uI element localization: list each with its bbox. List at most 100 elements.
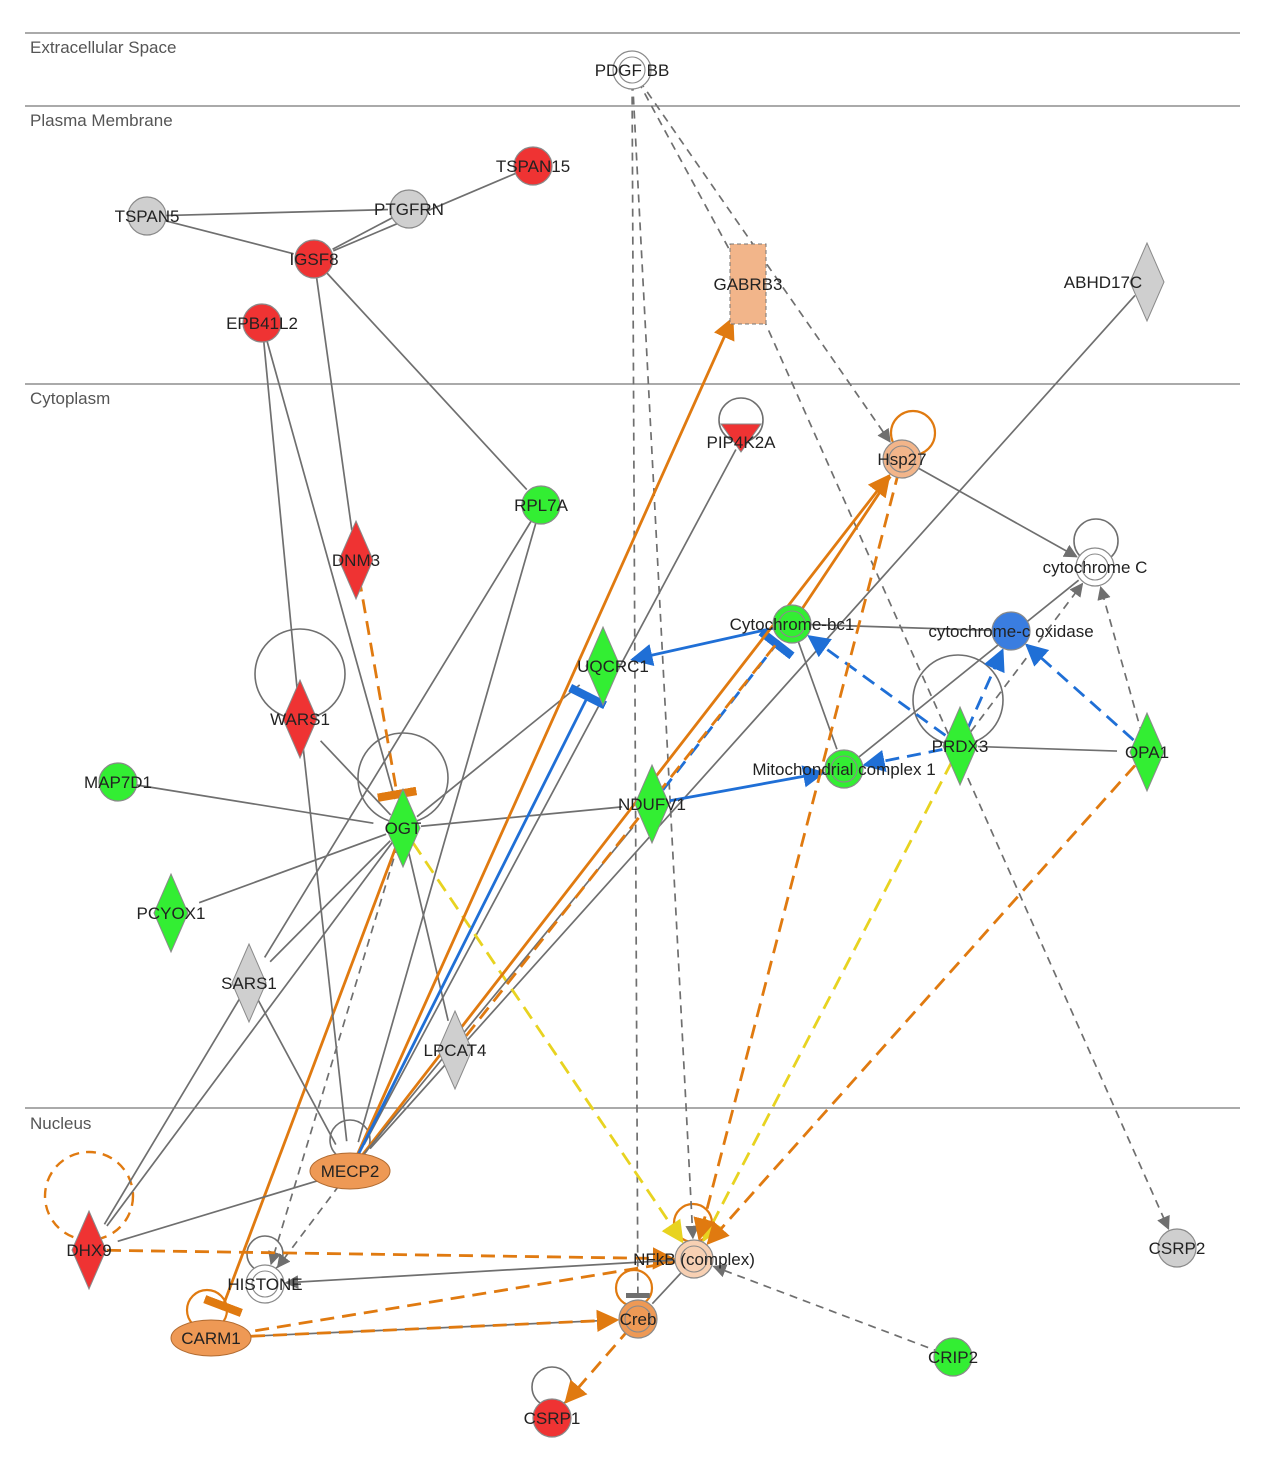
edge-IGSF8-to-DNM3: [314, 271, 353, 531]
node-abhd17c[interactable]: ABHD17C: [1064, 241, 1165, 323]
edge-NDUFV1-to-Mito_complex1: [669, 765, 826, 803]
node-label: PCYOX1: [137, 904, 206, 923]
edge-RPL7A-to-SARS1: [263, 515, 536, 958]
edge-WARS1-to-MECP2: [301, 736, 348, 1142]
node-label: Mitochondrial complex 1: [752, 760, 935, 779]
edge-PDGF_BB-to-Hsp27: [638, 79, 891, 443]
node-epb41l2[interactable]: EPB41L2: [226, 303, 298, 343]
node-label: CRIP2: [928, 1348, 978, 1367]
edge-SARS1-to-DHX9: [103, 998, 241, 1225]
node-label: LPCAT4: [424, 1041, 487, 1060]
edge-OGT-to-CARM1: [203, 844, 398, 1317]
node-dnm3[interactable]: DNM3: [332, 519, 380, 601]
edge-Mito_complex1-to-cytochrome_C: [853, 579, 1080, 762]
region-label-plasma-membrane: Plasma Membrane: [30, 111, 173, 130]
node-shape: [127, 196, 167, 236]
node-crip2[interactable]: CRIP2: [928, 1337, 978, 1377]
node-creb[interactable]: Creb: [618, 1299, 658, 1339]
node-label: CSRP2: [1149, 1239, 1206, 1258]
node-shape: [338, 519, 374, 601]
edge-NFkB-to-CARM1: [240, 1259, 682, 1335]
node-ogt[interactable]: OGT: [385, 787, 422, 869]
node-csrp2[interactable]: CSRP2: [1149, 1228, 1206, 1268]
edge-CARM1-to-Creb: [228, 1313, 619, 1339]
node-opa1[interactable]: OPA1: [1125, 711, 1169, 793]
node-shape: [153, 872, 189, 954]
region-label-cytoplasm: Cytoplasm: [30, 389, 110, 408]
edge-Cytochrome_bc1-to-UQCRC1: [630, 625, 781, 667]
node-csrp1[interactable]: CSRP1: [524, 1398, 581, 1438]
edge-MECP2-to-DHX9: [117, 1175, 334, 1243]
node-shape: [933, 1337, 973, 1377]
edge-MAP7D1-to-OGT: [130, 783, 374, 825]
node-label: cytochrome-c oxidase: [928, 622, 1093, 641]
node-carm1[interactable]: CARM1: [170, 1319, 252, 1357]
node-label: MECP2: [321, 1162, 380, 1181]
edge-PIP4K2A-to-MECP2: [363, 449, 737, 1145]
node-cytochrome-c-oxidase[interactable]: cytochrome-c oxidase: [928, 611, 1094, 651]
edge-TSPAN5-to-PTGFRN: [159, 208, 389, 217]
node-inner-ring: [778, 610, 806, 638]
node-label: RPL7A: [514, 496, 569, 515]
node-hsp27[interactable]: Hsp27: [877, 439, 927, 479]
node-shape: [942, 705, 978, 787]
node-label: WARS1: [270, 710, 330, 729]
edge-PDGF_BB-to-GABRB3: [637, 80, 731, 251]
node-shape: [385, 787, 421, 869]
edge-OPA1-to-cytochrome_C: [1097, 585, 1143, 735]
node-igsf8[interactable]: IGSF8: [289, 239, 339, 279]
node-pdgf-bb[interactable]: PDGF BB: [595, 50, 670, 90]
node-shape: [437, 1009, 473, 1091]
node-label: TSPAN15: [496, 157, 570, 176]
edge-EPB41L2-to-OGT: [264, 334, 396, 800]
node-label: NDUFV1: [618, 795, 686, 814]
node-label: PRDX3: [932, 737, 989, 756]
node-inner-ring: [624, 1305, 652, 1333]
node-lpcat4[interactable]: LPCAT4: [424, 1009, 487, 1091]
edge-MECP2-to-GABRB3: [356, 316, 735, 1156]
node-rpl7a[interactable]: RPL7A: [514, 485, 569, 525]
node-inner-ring: [680, 1245, 708, 1273]
node-label: DHX9: [66, 1241, 111, 1260]
node-label: ABHD17C: [1064, 273, 1142, 292]
node-inner-ring: [618, 56, 646, 84]
node-tspan15[interactable]: TSPAN15: [496, 146, 570, 186]
node-ndufv1[interactable]: NDUFV1: [618, 763, 686, 845]
edge-DNM3-to-OGT: [357, 577, 418, 802]
node-dhx9[interactable]: DHX9: [66, 1209, 112, 1291]
edge-OGT-to-UQCRC1: [416, 684, 581, 818]
node-nfkb[interactable]: NFkB (complex): [633, 1239, 755, 1279]
node-label: PIP4K2A: [707, 433, 777, 452]
node-uqcrc1[interactable]: UQCRC1: [577, 625, 649, 707]
edge-DHX9-to-NFkB: [106, 1247, 676, 1270]
node-label: SARS1: [221, 974, 277, 993]
node-map7d1[interactable]: MAP7D1: [84, 762, 152, 802]
edge-PDGF_BB-to-NFkB: [631, 82, 700, 1240]
node-histone[interactable]: HISTONE: [227, 1264, 303, 1304]
node-shape: [1129, 241, 1165, 323]
node-sars1[interactable]: SARS1: [221, 942, 277, 1024]
edge-PRDX3-to-cytochrome_C: [970, 582, 1084, 733]
node-label: IGSF8: [289, 250, 338, 269]
node-pcyox1[interactable]: PCYOX1: [137, 872, 206, 954]
node-mecp2[interactable]: MECP2: [309, 1152, 391, 1190]
node-label: PDGF BB: [595, 61, 670, 80]
node-prdx3[interactable]: PRDX3: [932, 705, 989, 787]
node-label: OGT: [385, 819, 422, 838]
edge-OPA1-to-NFkB: [706, 764, 1137, 1246]
node-gabrb3[interactable]: GABRB3: [714, 243, 783, 325]
edge-OGT-to-DHX9: [106, 841, 393, 1227]
node-shape: [389, 189, 429, 229]
node-cytochrome-bc1[interactable]: Cytochrome-bc1: [730, 604, 855, 644]
node-shape: [1157, 1228, 1197, 1268]
node-cytochrome-c[interactable]: cytochrome C: [1043, 547, 1148, 587]
node-pip4k2a[interactable]: PIP4K2A: [707, 423, 777, 453]
node-ptgfrn[interactable]: PTGFRN: [374, 189, 444, 229]
edge-OGT-to-WARS1: [319, 740, 392, 816]
edge-Hsp27-to-cytochrome_C: [912, 464, 1078, 558]
node-mito-complex1[interactable]: Mitochondrial complex 1: [752, 749, 936, 789]
node-wars1[interactable]: WARS1: [270, 678, 330, 760]
node-shape: [294, 239, 334, 279]
node-tspan5[interactable]: TSPAN5: [115, 196, 180, 236]
node-label: HISTONE: [227, 1275, 302, 1294]
